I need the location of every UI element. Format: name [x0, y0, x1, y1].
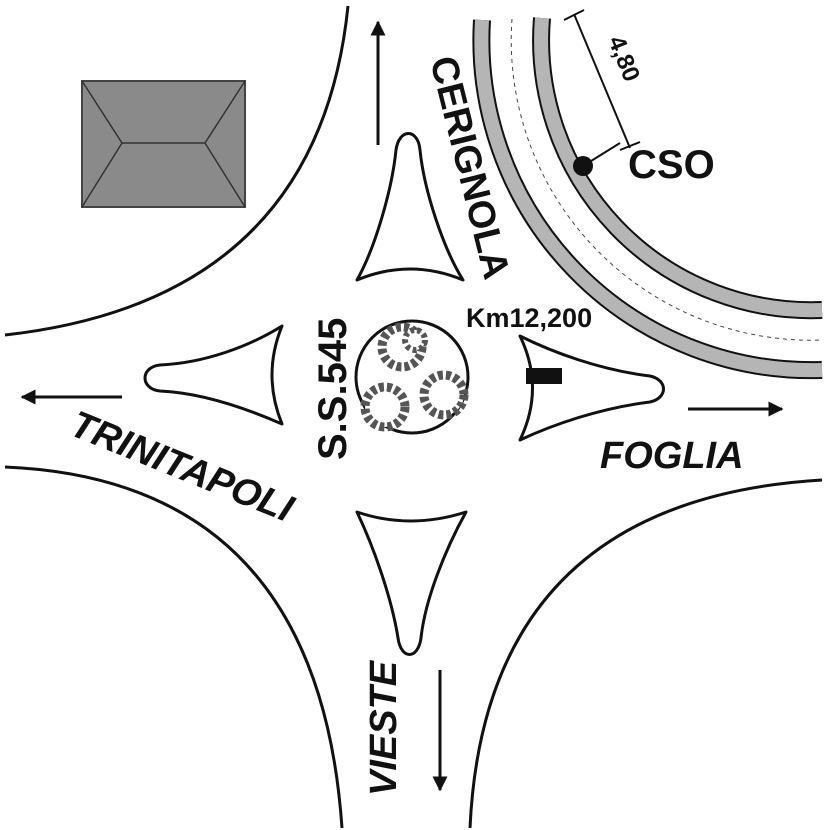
- tree-3: [360, 382, 410, 432]
- trees: [360, 322, 469, 432]
- building-roof: [81, 80, 246, 208]
- direction-south-label: VIESTE: [363, 659, 405, 796]
- splitter-islands: [143, 132, 665, 656]
- outer-curbs: [4, 5, 823, 829]
- road-label: S.S.545: [311, 318, 355, 460]
- direction-arrows: [20, 20, 784, 792]
- tree-4: [402, 327, 428, 353]
- cso-label: CSO: [628, 143, 715, 187]
- km-marker: [526, 368, 562, 384]
- direction-east-label: FOGLIA: [600, 435, 744, 477]
- cso-marker: [573, 142, 621, 176]
- width-dimension: [563, 9, 641, 151]
- central-island: [354, 319, 470, 435]
- km-label: Km12,200: [466, 303, 592, 333]
- tree-2: [419, 370, 469, 420]
- cso-channel: [472, 17, 823, 380]
- width-dimension-label: 4,80: [602, 32, 645, 85]
